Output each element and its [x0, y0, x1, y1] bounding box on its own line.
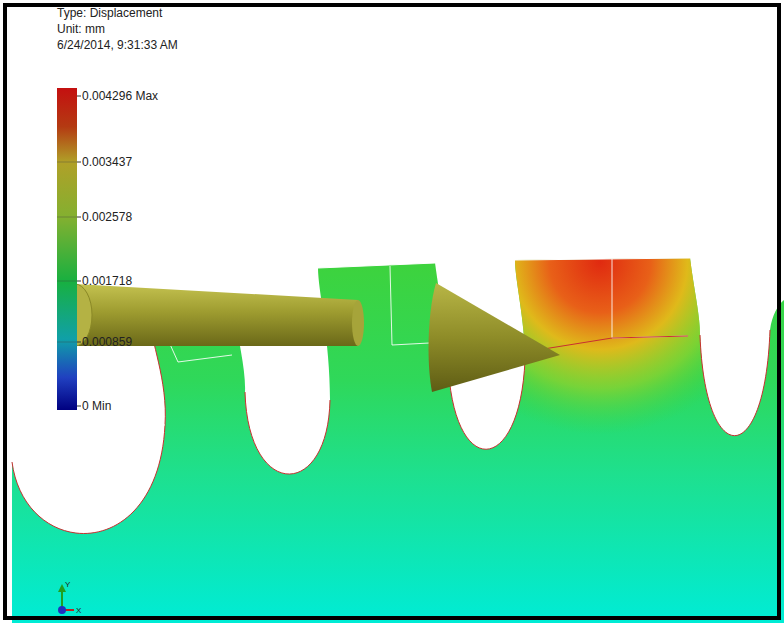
legend-value: 0.003437: [82, 155, 132, 169]
load-arrow: [58, 283, 560, 392]
timestamp: 6/24/2014, 9:31:33 AM: [57, 38, 178, 52]
legend-value: 0.000859: [82, 335, 132, 349]
view-frame: [5, 5, 779, 618]
gear-body: [0, 200, 784, 623]
legend-value: 0.004296 Max: [82, 89, 158, 103]
legend-value: 0 Min: [82, 399, 111, 413]
legend-value: 0.002578: [82, 210, 132, 224]
color-bar: [57, 88, 81, 410]
legend-value: 0.001718: [82, 274, 132, 288]
axis-label: Y: [65, 580, 70, 589]
result-type: Type: Displacement: [57, 6, 162, 20]
unit-label: Unit: mm: [57, 22, 105, 36]
axis-label: X: [76, 606, 81, 615]
